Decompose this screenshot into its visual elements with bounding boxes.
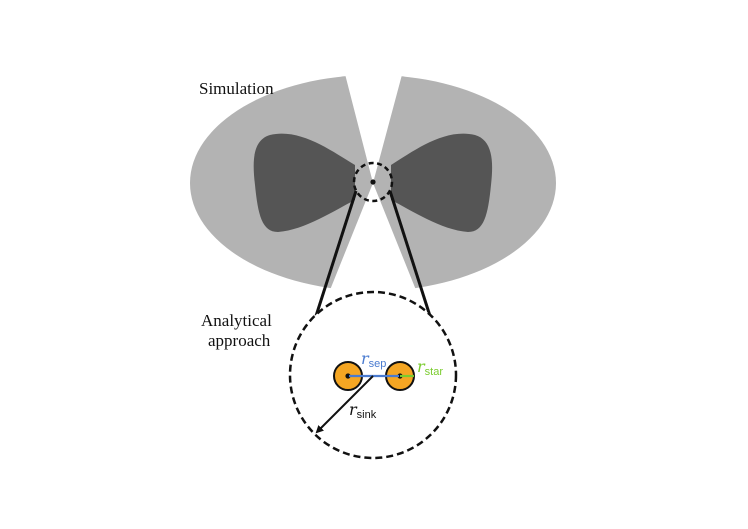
r-sep-symbol: rsep — [361, 349, 386, 370]
inner-disk-left — [253, 133, 355, 232]
r-sink-arrow — [315, 375, 374, 434]
center-dot — [370, 179, 376, 185]
bottom-cone — [326, 183, 420, 300]
analytical-label-line1: Analytical — [201, 311, 272, 330]
r-star-symbol: rstar — [417, 357, 443, 378]
outer-envelope — [190, 75, 556, 300]
small-sink-circle — [352, 161, 394, 203]
inner-disk-right — [391, 133, 493, 232]
analytical-label-line2: approach — [208, 331, 271, 350]
star-left-center — [345, 373, 351, 379]
zoom-line-right — [388, 190, 432, 317]
zoom-line-left — [314, 190, 358, 317]
r-sink-symbol: rsink — [349, 400, 377, 421]
simulation-label: Simulation — [199, 79, 274, 98]
